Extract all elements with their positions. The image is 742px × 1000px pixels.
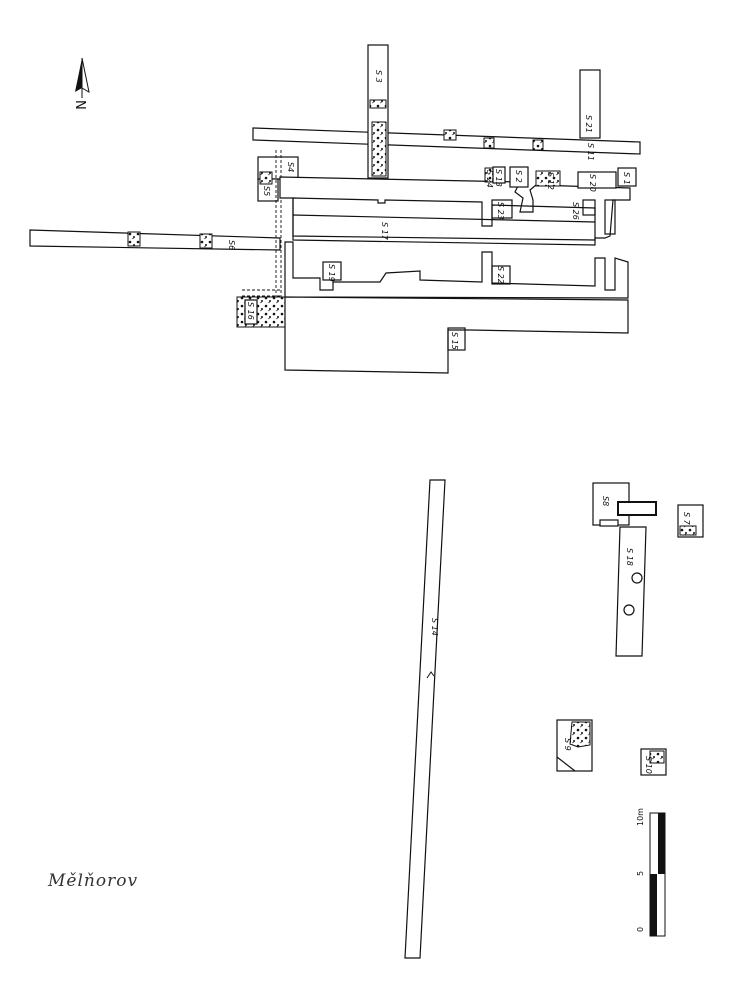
trench-s1 [617,167,637,187]
trench-s21 [579,69,601,139]
feature-s8-small [599,519,619,527]
stone-area [649,750,665,764]
label-s20: S 20 [588,174,597,192]
label-s3: S 3 [374,70,383,83]
trench-s12 [535,170,561,187]
feature-in-s8 [617,501,657,516]
wall-pier [604,199,616,235]
trench-s16-inner [244,299,258,325]
label-s18: S 18 [625,548,634,566]
label-s14: S 14 [430,618,439,636]
label-s7: S 7 [682,512,691,526]
label-s1: S 1 [622,172,631,185]
label-s23: S 23 [496,202,505,220]
building-upper-wing [279,176,631,246]
stone-area [259,171,273,185]
stone-area [127,231,141,247]
trench-s19 [322,261,342,281]
label-s24: S 24 [485,170,494,188]
building-lower-wing [284,241,629,299]
label-s22: S 22 [496,266,505,284]
trench-s17 [292,197,596,241]
scale-label-5: 5 [636,871,645,876]
stone-area [679,525,697,536]
section-line [556,756,576,772]
label-s21: S 21 [584,115,593,133]
label-s11: S 11 [586,143,595,161]
label-s16: S 16 [246,302,255,320]
scale-label-0: 0 [636,927,645,932]
label-s9: S 9 [563,738,572,751]
trench-s23 [491,199,513,219]
trench-s2 [509,166,529,188]
label-s6: S6 [227,240,236,250]
label-s12: S 12 [546,172,555,190]
label-s8: S8 [601,496,610,506]
north-label: N [72,100,87,110]
stone-area [483,137,495,149]
trench-s26 [582,199,596,216]
stone-area [199,233,213,249]
trench-s18 [615,526,647,657]
section-mark [426,671,435,679]
label-s4: S4 [286,162,295,172]
stone-area [443,129,457,141]
stone-area [369,99,387,109]
label-s5: S5 [262,186,271,196]
north-arrow-icon: N [72,57,90,110]
label-s10: S 10 [644,756,653,774]
label-s17: S 17 [380,222,389,241]
trench-s20 [577,171,617,189]
posthole [631,572,643,584]
trench-s22 [491,265,511,285]
trench-s14 [404,479,446,959]
label-s2: S 2 [514,170,523,183]
dashed-wall-outline [242,150,305,300]
wall-line [292,214,596,223]
trench-s13 [492,166,506,184]
label-s15: S 15 [450,332,459,350]
site-name-handwritten: Mělňorov [47,871,138,891]
scale-bar: 0 5 10m [636,808,666,937]
label-s13: S 13 [494,169,503,187]
trench-s11 [252,127,641,155]
trench-s6 [29,229,281,251]
stone-area [532,139,544,151]
label-s26: S 26 [571,202,580,220]
stone-area [569,721,591,748]
trench-s15-box [447,327,466,351]
posthole [623,604,635,616]
stone-area [371,121,387,177]
label-s19: S 19 [327,264,336,282]
scale-label-10m: 10m [636,808,645,826]
